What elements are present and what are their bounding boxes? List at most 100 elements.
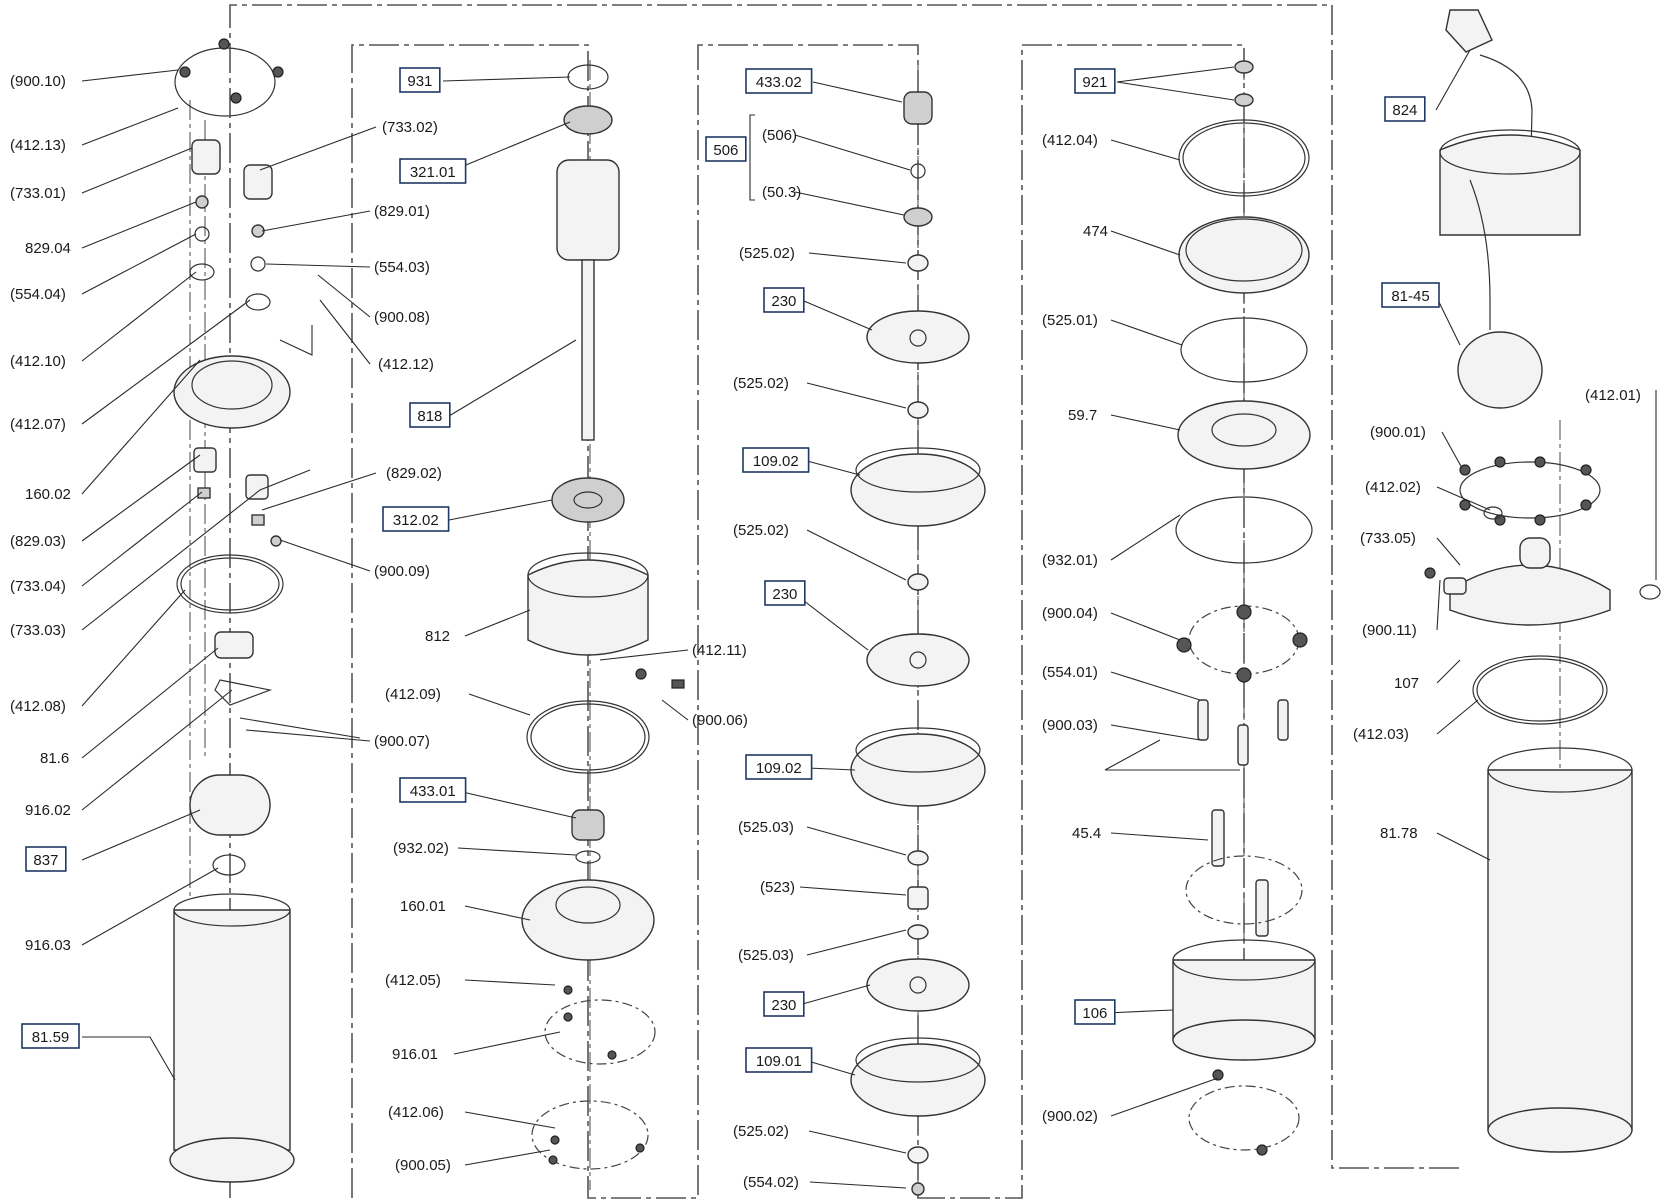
float-switch-81-45 — [1457, 331, 1543, 409]
impeller-230-b — [866, 633, 970, 687]
ball-bearing-312-02 — [551, 477, 625, 523]
part-number-label: 433.02 — [756, 74, 802, 91]
part-number-label: (900.05) — [395, 1157, 451, 1174]
callout-box — [764, 580, 806, 606]
part-number-label: 109.02 — [756, 760, 802, 777]
impeller-230-a — [866, 310, 970, 364]
o-ring-412-04 — [1178, 119, 1310, 197]
part-number-label: (506) — [762, 127, 797, 144]
assembly-path — [189, 4, 1561, 1199]
part-number-label: 812 — [425, 628, 450, 645]
part-number-label: (525.02) — [733, 522, 789, 539]
retaining-ring-932-01 — [1175, 496, 1313, 564]
suction-cover-59-7 — [1177, 400, 1311, 470]
bolt-circle-900-10 — [174, 47, 276, 117]
part-number-label: 45.4 — [1072, 825, 1101, 842]
impeller-230-c — [866, 958, 970, 1012]
part-number-label: (554.02) — [743, 1174, 799, 1191]
part-number-label: (554.04) — [10, 286, 66, 303]
part-number-label: (900.08) — [374, 309, 430, 326]
part-number-label: (900.01) — [1370, 424, 1426, 441]
part-number-label: 160.01 — [400, 898, 446, 915]
part-number-label: 160.02 — [25, 486, 71, 503]
part-number-label: (554.01) — [1042, 664, 1098, 681]
part-number-label: (733.04) — [10, 578, 66, 595]
part-number-label: (525.03) — [738, 819, 794, 836]
part-number-label: (900.04) — [1042, 605, 1098, 622]
cable-gland-733-02 — [243, 164, 273, 200]
column-2-parts — [521, 64, 685, 1170]
part-number-label: (829.01) — [374, 203, 430, 220]
callout-box — [21, 1023, 80, 1049]
part-number-label: 818 — [417, 408, 442, 425]
part-number-label: (525.01) — [1042, 312, 1098, 329]
part-number-label: 837 — [33, 852, 58, 869]
callout-box — [399, 158, 467, 184]
shaft-seal-433-02 — [903, 91, 933, 125]
part-number-label: 312.02 — [393, 512, 439, 529]
callout-box — [745, 754, 813, 780]
part-number-label: (525.02) — [733, 375, 789, 392]
part-number-label: (412.10) — [10, 353, 66, 370]
motor-housing-81-59 — [173, 909, 291, 1151]
part-number-label: 106 — [1082, 1005, 1107, 1022]
part-number-label: (900.07) — [374, 733, 430, 750]
ball-bearing-321-01 — [563, 105, 613, 135]
part-number-label: (900.09) — [374, 563, 430, 580]
part-number-label: 230 — [771, 293, 796, 310]
part-number-label: (412.08) — [10, 698, 66, 715]
part-number-label: 824 — [1392, 102, 1417, 119]
leader-lines — [81, 49, 1657, 1189]
callout-box — [25, 846, 67, 872]
part-number-label: 921 — [1082, 74, 1107, 91]
part-number-label: (733.01) — [10, 185, 66, 202]
part-number-label: 916.02 — [25, 802, 71, 819]
part-number-label: 230 — [772, 586, 797, 603]
part-number-label: (50.3) — [762, 184, 801, 201]
part-number-label: 931 — [407, 73, 432, 90]
part-number-label: (412.07) — [10, 416, 66, 433]
part-number-label: (412.03) — [1353, 726, 1409, 743]
cable-terminal-81-6 — [214, 631, 254, 659]
part-number-label: (932.01) — [1042, 552, 1098, 569]
column-1-parts — [169, 38, 295, 1183]
part-number-label: (900.03) — [1042, 717, 1098, 734]
part-number-label: (900.02) — [1042, 1108, 1098, 1125]
callout-box — [1384, 96, 1426, 122]
discharge-cover-107 — [1449, 564, 1611, 626]
bearing-cover-160-02 — [173, 355, 291, 429]
part-number-label: (733.02) — [382, 119, 438, 136]
part-number-label: (554.03) — [374, 259, 430, 276]
part-number-label: 916.03 — [25, 937, 71, 954]
part-number-label: (900.10) — [10, 73, 66, 90]
part-number-label: (412.09) — [385, 686, 441, 703]
part-number-label: 81.59 — [32, 1029, 70, 1046]
part-number-label: 433.01 — [410, 783, 456, 800]
callout-labels: (900.10)(412.13)(733.01)829.04(554.04)(4… — [10, 67, 1641, 1191]
callout-box — [763, 991, 805, 1017]
diffuser-109-02-a — [850, 453, 986, 527]
part-number-label: (412.06) — [388, 1104, 444, 1121]
part-number-label: 81.6 — [40, 750, 69, 767]
callout-box — [745, 68, 813, 94]
part-number-label: (412.11) — [692, 642, 747, 659]
callout-box — [705, 136, 747, 162]
part-number-label: (525.03) — [738, 947, 794, 964]
bearing-bracket-160-01 — [521, 879, 655, 961]
part-number-label: (900.11) — [1362, 622, 1417, 639]
shaft-seal-433-01 — [571, 809, 605, 841]
part-number-label: (412.12) — [378, 356, 434, 373]
callout-box — [1074, 999, 1116, 1025]
part-number-label: 81-45 — [1391, 288, 1429, 305]
column-3-parts — [850, 91, 986, 1196]
column-4-parts — [1172, 60, 1316, 1156]
callout-box — [1074, 68, 1116, 94]
part-number-label: (412.04) — [1042, 132, 1098, 149]
callout-box — [1381, 282, 1440, 308]
part-number-label: (412.05) — [385, 972, 441, 989]
mains-plug-824 — [1445, 9, 1493, 53]
part-number-label: (412.02) — [1365, 479, 1421, 496]
motor-stator-812 — [527, 559, 649, 656]
part-number-label: 321.01 — [410, 164, 456, 181]
